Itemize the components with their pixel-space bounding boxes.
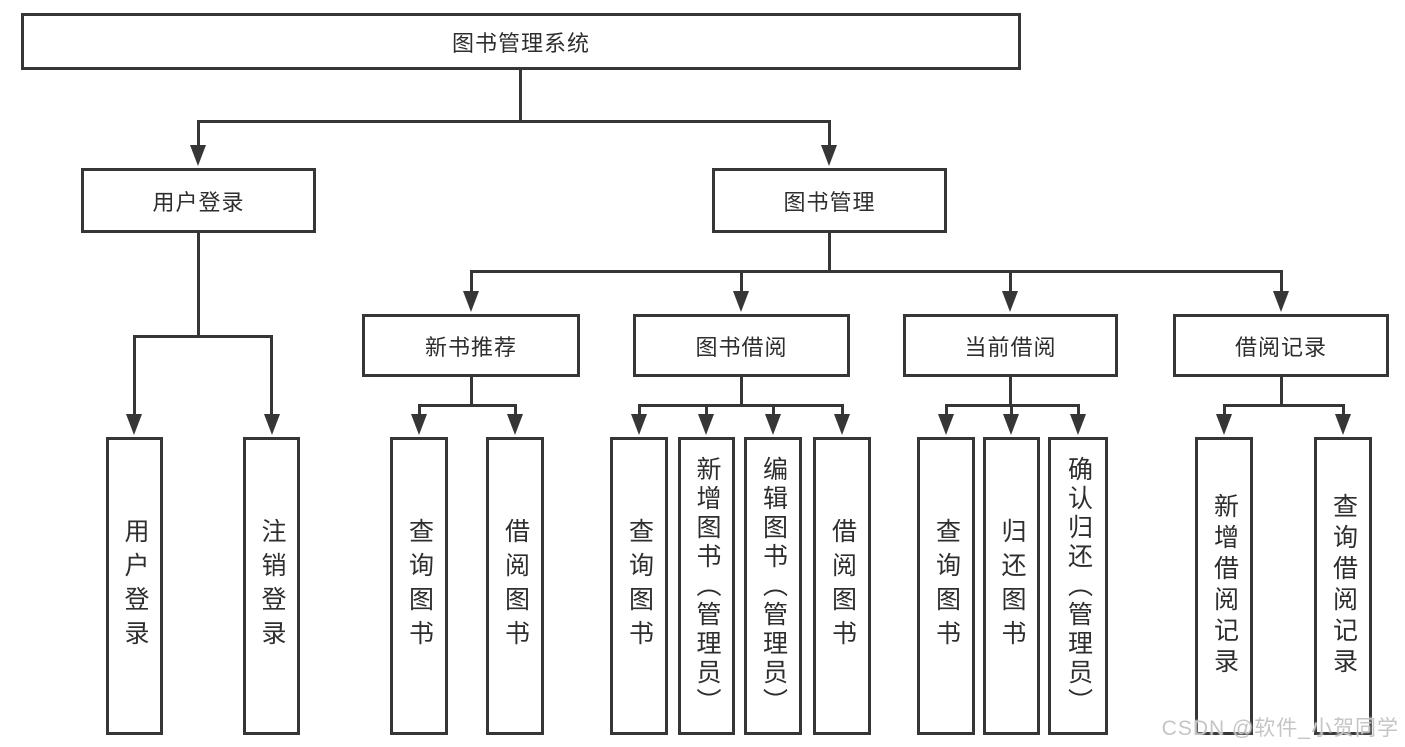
connector-line: [197, 120, 200, 147]
connector-line: [1223, 404, 1226, 416]
arrow-down-icon: [834, 414, 850, 435]
leaf-current-query-label: 查询图书: [932, 518, 961, 654]
leaf-record-query: 查询借阅记录: [1314, 437, 1372, 735]
leaf-user-login-label: 用户登录: [121, 518, 149, 654]
leaf-current-query: 查询图书: [917, 437, 975, 735]
connector-line: [740, 377, 743, 406]
node-new-book: 新书推荐: [362, 314, 580, 377]
connector-line: [1077, 404, 1080, 416]
leaf-current-confirm-label: 确认归还（管理员）: [1064, 455, 1093, 717]
leaf-current-confirm: 确认归还（管理员）: [1048, 437, 1108, 735]
node-borrow-record-label: 借阅记录: [1234, 334, 1327, 360]
arrow-down-icon: [1273, 291, 1289, 312]
arrow-down-icon: [411, 414, 427, 435]
connector-line: [470, 270, 473, 292]
connector-line: [133, 335, 273, 338]
arrow-down-icon: [126, 414, 142, 435]
node-current-borrow-label: 当前借阅: [964, 334, 1057, 360]
connector-line: [470, 377, 473, 406]
node-borrow-record: 借阅记录: [1173, 314, 1389, 377]
leaf-borrow-borrow: 借阅图书: [813, 437, 871, 735]
connector-line: [197, 120, 831, 123]
arrow-down-icon: [264, 414, 280, 435]
arrow-down-icon: [1335, 414, 1351, 435]
arrow-down-icon: [1070, 414, 1086, 435]
node-user-login: 用户登录: [81, 168, 316, 233]
leaf-logout-label: 注销登录: [258, 518, 286, 654]
leaf-borrow-query-label: 查询图书: [625, 518, 654, 654]
leaf-current-return: 归还图书: [983, 437, 1040, 735]
arrow-down-icon: [938, 414, 954, 435]
node-root-label: 图书管理系统: [451, 30, 590, 56]
arrow-down-icon: [631, 414, 647, 435]
connector-line: [945, 404, 948, 416]
connector-line: [418, 404, 517, 407]
leaf-record-query-label: 查询借阅记录: [1329, 493, 1358, 679]
leaf-current-return-label: 归还图书: [998, 518, 1026, 654]
leaf-user-login: 用户登录: [106, 437, 163, 735]
arrow-down-icon: [190, 145, 206, 166]
leaf-record-add: 新增借阅记录: [1195, 437, 1253, 735]
connector-line: [638, 404, 641, 416]
node-root: 图书管理系统: [21, 13, 1021, 70]
node-user-login-label: 用户登录: [152, 189, 245, 215]
connector-line: [828, 233, 831, 272]
leaf-logout: 注销登录: [243, 437, 300, 735]
connector-line: [1280, 270, 1283, 292]
connector-line: [1009, 377, 1012, 406]
leaf-borrow-add-label: 新增图书（管理员）: [693, 455, 721, 717]
node-book-mgmt-label: 图书管理: [783, 189, 876, 215]
connector-line: [705, 404, 708, 416]
node-book-mgmt: 图书管理: [712, 168, 947, 233]
connector-line: [740, 270, 743, 292]
node-new-book-label: 新书推荐: [424, 334, 517, 360]
arrow-down-icon: [507, 414, 523, 435]
leaf-borrow-add: 新增图书（管理员）: [678, 437, 735, 735]
connector-line: [1010, 404, 1013, 416]
arrow-down-icon: [1216, 414, 1232, 435]
connector-line: [270, 335, 273, 418]
arrow-down-icon: [463, 291, 479, 312]
arrow-down-icon: [765, 414, 781, 435]
leaf-newbook-query: 查询图书: [390, 437, 448, 735]
leaf-record-add-label: 新增借阅记录: [1210, 493, 1239, 679]
node-book-borrow-label: 图书借阅: [695, 334, 788, 360]
arrow-down-icon: [1003, 414, 1019, 435]
arrow-down-icon: [698, 414, 714, 435]
connector-line: [1342, 404, 1345, 416]
connector-line: [133, 335, 136, 418]
node-current-borrow: 当前借阅: [903, 314, 1118, 377]
csdn-watermark: CSDN @软件_小贺同学: [1161, 717, 1399, 740]
connector-line: [1009, 270, 1012, 292]
connector-line: [1223, 404, 1345, 407]
arrow-down-icon: [733, 291, 749, 312]
connector-line: [638, 404, 844, 407]
leaf-borrow-edit-label: 编辑图书（管理员）: [759, 455, 788, 717]
connector-line: [514, 404, 517, 416]
connector-line: [418, 404, 421, 416]
arrow-down-icon: [821, 145, 837, 166]
connector-line: [519, 69, 522, 120]
leaf-borrow-edit: 编辑图书（管理员）: [744, 437, 802, 735]
connector-line: [841, 404, 844, 416]
arrow-down-icon: [1002, 291, 1018, 312]
leaf-borrow-query: 查询图书: [610, 437, 668, 735]
connector-line: [1280, 377, 1283, 406]
leaf-newbook-borrow: 借阅图书: [486, 437, 544, 735]
connector-line: [772, 404, 775, 416]
connector-line: [470, 270, 1283, 273]
leaf-newbook-borrow-label: 借阅图书: [501, 518, 530, 654]
leaf-newbook-query-label: 查询图书: [405, 518, 434, 654]
connector-line: [828, 120, 831, 147]
connector-line: [197, 233, 200, 337]
node-book-borrow: 图书借阅: [633, 314, 850, 377]
leaf-borrow-borrow-label: 借阅图书: [828, 518, 857, 654]
